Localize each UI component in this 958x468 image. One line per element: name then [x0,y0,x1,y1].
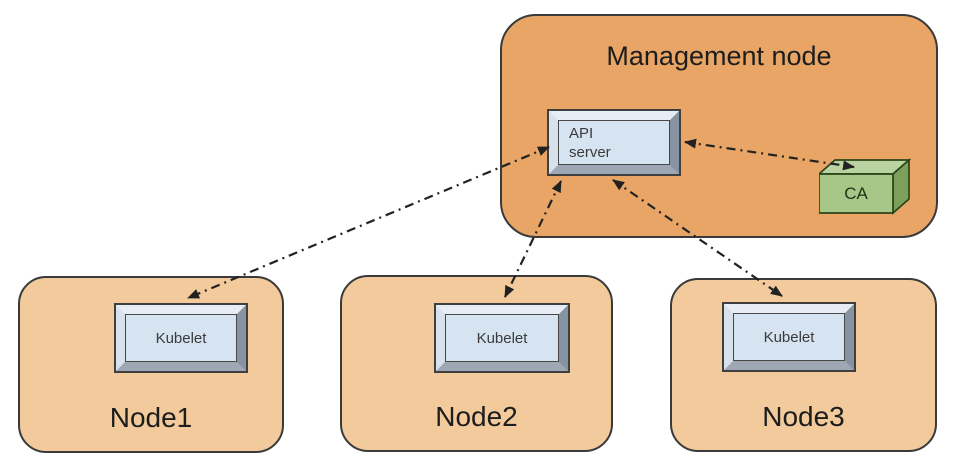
kubelet-box-node3: Kubelet [722,302,856,372]
kubelet-box-node1: Kubelet [114,303,248,373]
node-box-node1: Kubelet Node1 [18,276,284,453]
kubelet-label-node2: Kubelet [476,329,528,347]
ca-box: CA [816,158,913,215]
ca-box-shape [816,158,912,215]
node-box-node3: Kubelet Node3 [670,278,937,452]
api-server-label: API server [569,124,611,161]
api-server-bevel: API server [549,111,679,174]
node-label-node1: Node1 [109,402,193,433]
kubelet-box-node2: Kubelet [434,303,570,373]
management-node-title: Management node [606,41,832,71]
ca-label: CA [844,183,868,203]
kubelet-label-node3: Kubelet [763,328,815,346]
node-label-node2: Node2 [435,401,518,432]
management-node-box: Management node API server CA [500,14,938,238]
node-box-node2: Kubelet Node2 [340,275,613,452]
api-server-box: API server [547,109,681,176]
node-label-node3: Node3 [762,401,845,432]
kubelet-label-node1: Kubelet [155,329,207,347]
